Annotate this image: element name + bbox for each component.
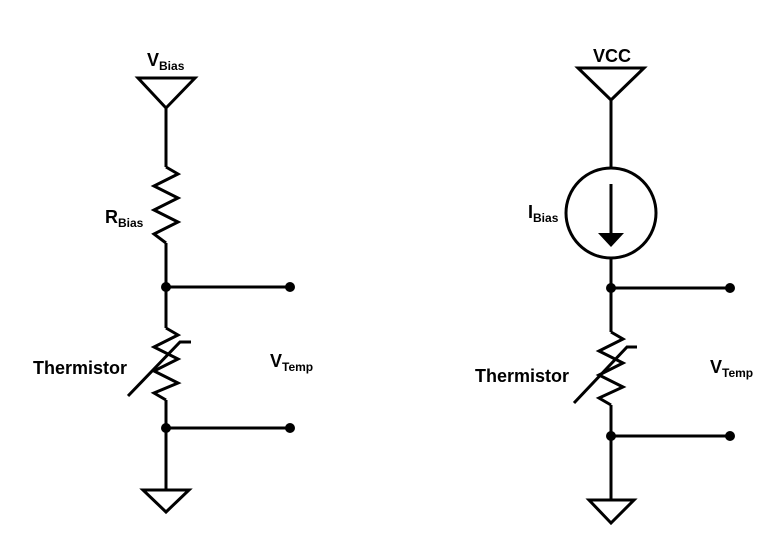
right-thermistor-label: Thermistor xyxy=(475,366,569,386)
left-resistor-label-main: R xyxy=(105,207,118,227)
right-current-source-label: IBias xyxy=(528,202,559,225)
right-output-label: VTemp xyxy=(710,357,753,380)
right-current-source-label-sub: Bias xyxy=(533,211,559,225)
left-ground-symbol xyxy=(139,488,193,515)
left-supply-label-main: V xyxy=(147,50,159,70)
right-output-terminal-top xyxy=(725,283,735,293)
left-resistor-label-sub: Bias xyxy=(118,216,144,230)
left-supply-label-sub: Bias xyxy=(159,59,185,73)
left-output-terminal-top xyxy=(285,282,295,292)
right-circuit: VCC IBias Thermistor VTemp xyxy=(475,46,753,526)
left-output-label-main: V xyxy=(270,351,282,371)
right-output-label-main: V xyxy=(710,357,722,377)
left-output-terminal-bottom xyxy=(285,423,295,433)
right-supply-symbol xyxy=(574,66,648,103)
right-thermistor-variable-line xyxy=(572,345,637,405)
left-supply-symbol xyxy=(134,76,199,111)
left-output-label-sub: Temp xyxy=(282,360,313,374)
left-bias-resistor xyxy=(150,165,182,245)
left-thermistor-variable-line xyxy=(126,340,191,398)
right-current-source-label-main: I xyxy=(528,202,533,222)
left-output-label: VTemp xyxy=(270,351,313,374)
left-circuit: VBias RBias Thermistor VTemp xyxy=(33,50,313,515)
right-current-arrow-head-icon xyxy=(598,233,624,247)
right-supply-label: VCC xyxy=(593,46,631,66)
left-resistor-label: RBias xyxy=(105,207,144,230)
right-output-terminal-bottom xyxy=(725,431,735,441)
left-thermistor xyxy=(150,326,182,402)
right-output-label-sub: Temp xyxy=(722,366,753,380)
left-thermistor-label: Thermistor xyxy=(33,358,127,378)
left-supply-label: VBias xyxy=(147,50,185,73)
right-ground-symbol xyxy=(585,498,638,526)
right-thermistor xyxy=(595,330,627,407)
